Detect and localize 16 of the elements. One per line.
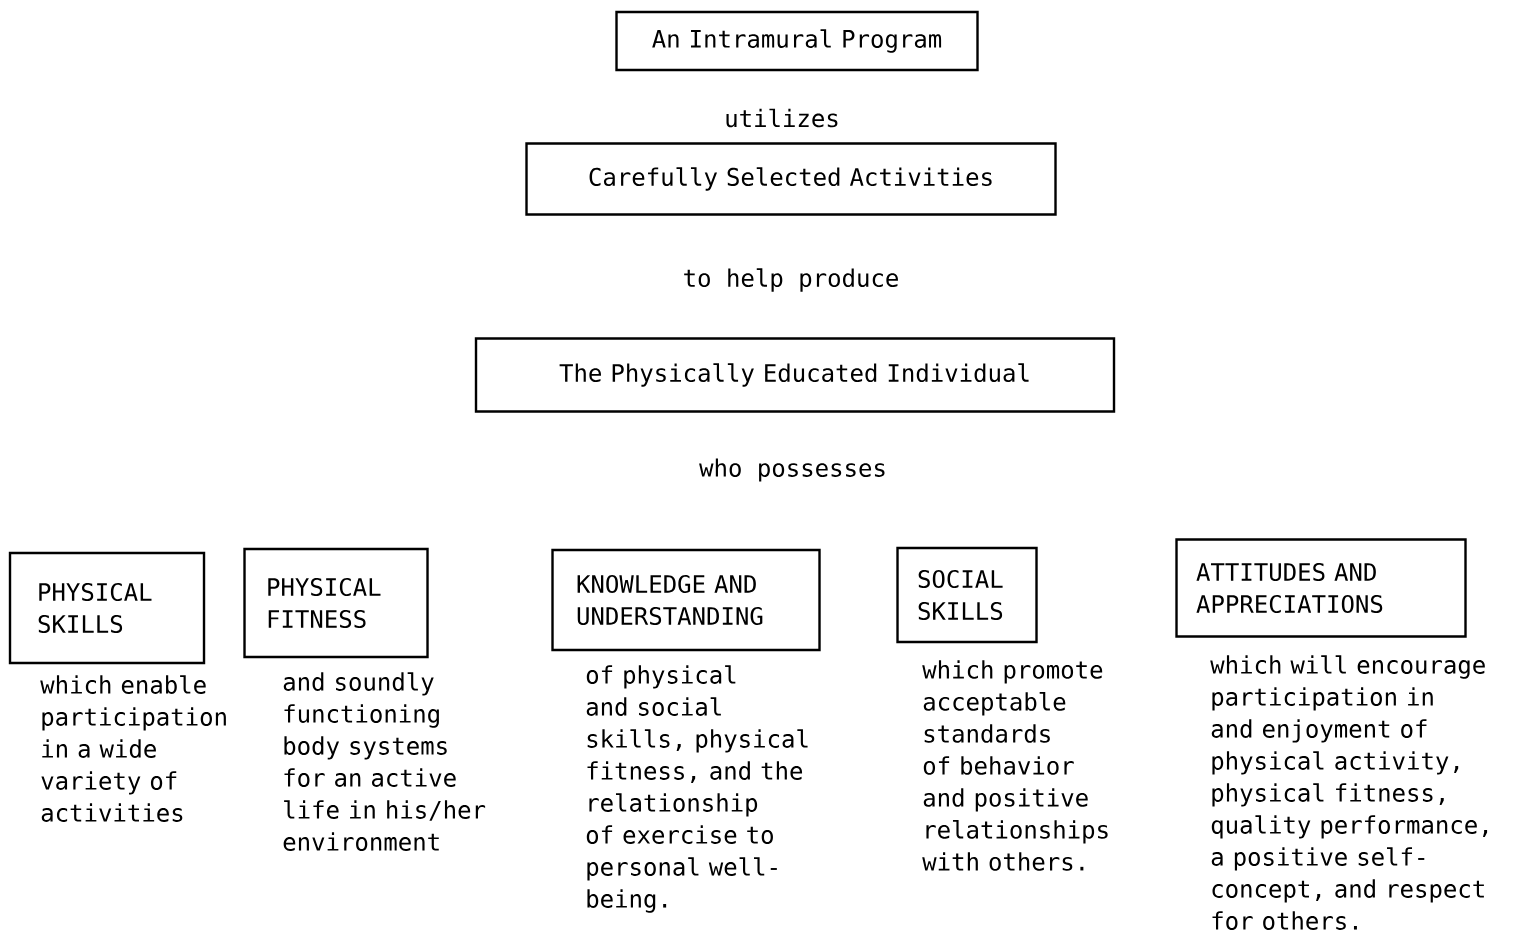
connecting-phrase: to help produce [684,268,898,292]
description-text: which will encourage participation in and enjoyment of physical activity, physical fitness, quality performance, a positive self-concept, and respect for others. [1210,655,1488,930]
category-box: PHYSICAL FITNESS [243,547,429,659]
connecting-phrase: who possesses [699,458,885,482]
description-text: and soundly functioning body systems for an active life in his/her environment [283,672,486,851]
title-box: An Intramural Program [615,10,979,72]
title-box: The Physically Educated Individual [474,337,1116,413]
category-box: PHYSICAL SKILLS [8,551,206,665]
category-box: SOCIAL SKILLS [896,546,1038,644]
category-box: KNOWLEDGE AND UNDERSTANDING [551,548,821,652]
description-text: which promote acceptable standards of behavior and positive relationships with others. [922,660,1108,871]
description-text: of physical and social skills, physical fitness, and the relationship of exercise to personal well-being. [586,665,808,913]
category-box: ATTITUDES AND APPRECIATIONS [1175,538,1467,638]
connecting-phrase: utilizes [726,108,838,128]
description-text: which enable participation in a wide variety of activities [40,675,226,822]
title-box: Carefully Selected Activities [525,142,1057,216]
